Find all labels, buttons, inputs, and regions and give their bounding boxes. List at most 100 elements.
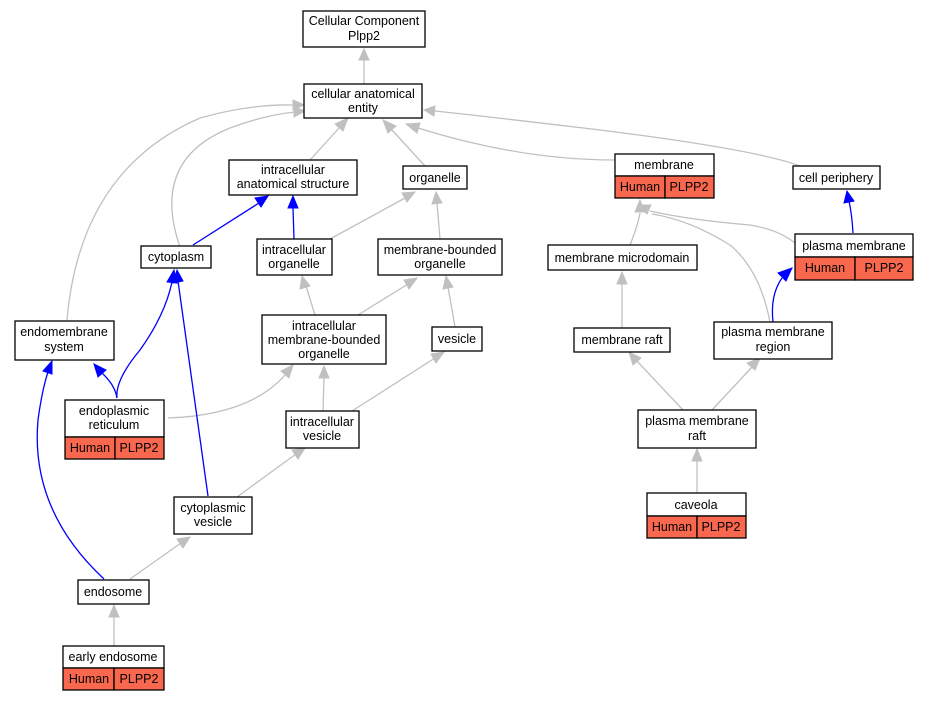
edge-ias-entity (309, 126, 341, 161)
node-label: organelle (414, 257, 465, 271)
arrowhead (42, 359, 53, 375)
node-label: endosome (84, 585, 142, 599)
node-label: membrane (634, 158, 694, 172)
edge-iv-vesicle (351, 357, 436, 412)
arrowhead (401, 191, 417, 203)
node-label: cellular anatomical (311, 87, 415, 101)
is-a-edges (66, 47, 804, 646)
edge-membrane-entity (417, 127, 616, 161)
edge-microdomain-membrane (629, 212, 641, 246)
arrowhead (777, 267, 793, 282)
node-cytoplasm[interactable]: cytoplasm (140, 245, 212, 269)
node-cellular-anatomical-entity[interactable]: cellular anatomical entity (303, 83, 423, 119)
node-vesicle[interactable]: vesicle (431, 326, 483, 352)
nodes: Cellular Component Plpp2 cellular anatom… (14, 10, 914, 691)
node-intracellular-membrane-bounded-organelle[interactable]: intracellular membrane-bounded organelle (261, 314, 387, 365)
node-early-endosome[interactable]: early endosome Human PLPP2 (62, 645, 165, 691)
node-label: membrane microdomain (555, 251, 690, 265)
annotation-gene: PLPP2 (120, 672, 159, 686)
node-label: vesicle (194, 515, 232, 529)
edge-organelle-entity (391, 129, 426, 167)
annotation-gene: PLPP2 (865, 261, 904, 275)
edge-er-endomembrane (101, 372, 118, 399)
edge-pmr-membrane (651, 213, 771, 323)
arrowhead (299, 274, 311, 290)
edge-iv-imbo (322, 376, 325, 412)
node-cell-periphery[interactable]: cell periphery (792, 165, 881, 190)
node-label: endoplasmic (79, 404, 149, 418)
arrowhead (172, 268, 184, 284)
node-endosome[interactable]: endosome (77, 579, 150, 605)
edge-cytoplasm-entity (171, 111, 296, 248)
node-root[interactable]: Cellular Component Plpp2 (302, 10, 426, 48)
node-endoplasmic-reticulum[interactable]: endoplasmic reticulum Human PLPP2 (64, 399, 165, 460)
edge-er-imbo (167, 374, 286, 419)
arrowhead (404, 122, 421, 134)
arrowhead (430, 351, 446, 364)
edge-cv-iv (236, 453, 297, 498)
arrowhead (108, 603, 120, 618)
edge-imbo-mbo (357, 283, 409, 316)
node-intracellular-vesicle[interactable]: intracellular vesicle (285, 410, 360, 449)
node-label: Plpp2 (348, 29, 380, 43)
arrowhead (422, 105, 436, 117)
node-label: early endosome (69, 650, 158, 664)
arrowhead (431, 190, 443, 205)
arrowhead (254, 195, 270, 208)
arrowhead (442, 274, 454, 290)
edge-endomembrane-entity (66, 104, 294, 321)
arrowhead (334, 117, 349, 132)
node-membrane-raft[interactable]: membrane raft (573, 327, 671, 353)
node-intracellular-anatomical-structure[interactable]: intracellular anatomical structure (228, 159, 358, 196)
edge-io-organelle (329, 197, 406, 240)
node-plasma-membrane-region[interactable]: plasma membrane region (713, 321, 833, 360)
node-label: reticulum (89, 418, 140, 432)
arrowhead (403, 277, 419, 290)
node-label: intracellular (262, 243, 326, 257)
arrowhead (636, 204, 652, 215)
node-membrane[interactable]: membrane Human PLPP2 (614, 153, 715, 199)
edge-endosome-cv (129, 542, 182, 580)
node-caveola[interactable]: caveola Human PLPP2 (646, 492, 747, 539)
node-label: Cellular Component (309, 14, 420, 28)
node-plasma-membrane[interactable]: plasma membrane Human PLPP2 (794, 233, 914, 281)
node-membrane-bounded-organelle[interactable]: membrane-bounded organelle (377, 238, 503, 276)
arrowhead (280, 364, 294, 379)
node-label: membrane-bounded (384, 243, 497, 257)
annotation-gene: PLPP2 (702, 520, 741, 534)
node-plasma-membrane-raft[interactable]: plasma membrane raft (637, 409, 757, 449)
node-endomembrane-system[interactable]: endomembrane system (14, 320, 115, 361)
arrowhead (93, 363, 107, 378)
node-label: caveola (674, 498, 717, 512)
node-cytoplasmic-vesicle[interactable]: cytoplasmic vesicle (173, 496, 253, 535)
arrowhead (843, 189, 855, 204)
node-label: plasma membrane (721, 325, 825, 339)
edge-pmraft-raft (635, 359, 684, 411)
node-organelle[interactable]: organelle (402, 165, 468, 190)
arrowhead (382, 119, 397, 134)
node-label: raft (688, 429, 707, 443)
arrowhead (616, 270, 628, 285)
part-of-edges (36, 189, 855, 580)
arrowhead (292, 99, 306, 111)
edge-pmraft-pmr (711, 366, 753, 411)
arrowhead (691, 447, 703, 462)
node-label: membrane-bounded (268, 333, 381, 347)
annotation-species: Human (805, 261, 845, 275)
node-intracellular-organelle[interactable]: intracellular organelle (256, 238, 333, 276)
edge-cv-cytoplasm (177, 280, 209, 497)
edge-io-ias (292, 207, 295, 240)
node-label: intracellular (290, 415, 354, 429)
node-membrane-microdomain[interactable]: membrane microdomain (547, 244, 698, 271)
edge-pm-periphery (848, 200, 854, 234)
edge-pm-membrane (649, 210, 797, 245)
edge-cytoplasm-ias (192, 202, 260, 246)
node-label: intracellular (292, 319, 356, 333)
arrowhead (358, 47, 370, 61)
node-label: intracellular (261, 163, 325, 177)
node-label: organelle (268, 257, 319, 271)
arrowhead (746, 357, 761, 371)
edge-periphery-entity (434, 110, 804, 168)
edge-er-cytoplasm (116, 281, 173, 399)
